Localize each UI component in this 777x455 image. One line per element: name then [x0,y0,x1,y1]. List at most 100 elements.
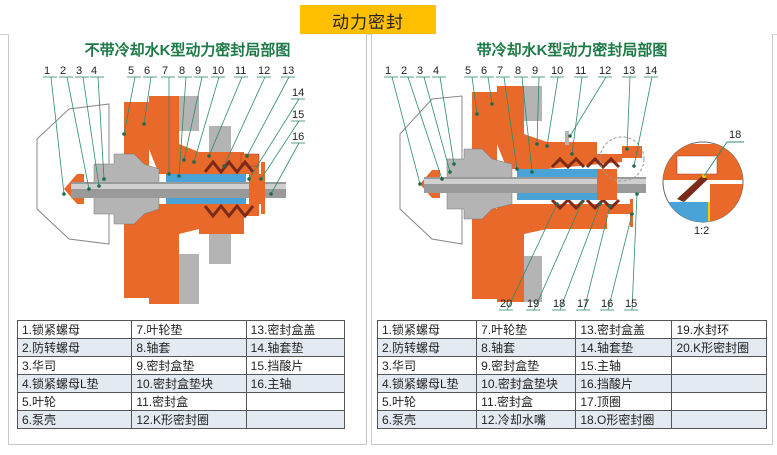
casing-metal-top [524,86,542,121]
legend-cell: 13.密封盒盖 [575,320,673,339]
legend-cell: 3.华司 [16,356,133,375]
detail-cavity [676,155,718,175]
callout-number-6: 6 [144,65,150,77]
callout-leader [82,76,100,187]
shaft-sleeve-top [166,174,246,182]
impeller-outline [399,95,463,245]
callout-leader [193,76,220,163]
legend-cell: 12.冷却水嘴 [476,410,577,429]
callout-dot [269,192,273,196]
callout-number-13: 13 [282,65,294,77]
callout-leader [183,76,203,161]
callout-number-9: 9 [195,65,201,77]
callout-dot [625,147,629,151]
callout-leader [503,76,518,170]
shaft-sleeve-bottom [166,196,246,204]
callout-leader [248,98,300,180]
callout-dot [580,200,584,204]
legend-cell [671,374,767,393]
callout-dot [207,154,211,158]
callout-number-8: 8 [515,65,521,77]
k-seal-springs [203,159,255,219]
casing-metal-top [179,96,199,131]
callout-dot [247,177,251,181]
callout-number-12: 12 [258,65,270,77]
legend-cell: 8.轴套 [131,338,247,357]
callout-number-17: 17 [577,298,589,310]
callout-leader [270,142,300,195]
casing-metal-bottom [179,254,199,304]
seal-box-lower [547,204,632,229]
callout-dot [448,170,452,174]
callout-leader [178,76,187,177]
callout-dot [570,152,574,156]
impeller-part-lower [472,199,497,299]
callout-leader [97,76,105,180]
legend-cell: 2.防转螺母 [376,338,478,357]
callout-dot [87,187,91,191]
callout-dot [535,142,539,146]
callout-number-10: 10 [551,65,563,77]
callout-dot [555,202,559,206]
callout-dot [167,172,171,176]
legend-cell [245,410,346,429]
callout-number-5: 5 [465,65,471,77]
callout-number-9: 9 [532,65,538,77]
section-tab-title: 动力密封 [300,5,436,35]
callout-leader [546,76,559,147]
callout-leader [506,203,558,311]
callout-dot [102,177,106,181]
callout-number-2: 2 [401,65,407,77]
callout-number-19: 19 [527,298,539,310]
callout-number-8: 8 [179,65,185,77]
seal-box-lower [199,204,259,234]
callout-number-6: 6 [481,65,487,77]
detail-k-seal [677,176,708,202]
legend-cell: 13.密封盒盖 [245,320,346,339]
legend-cell: 14.轴套垫 [245,338,346,357]
legend-cell: 20.K形密封圈 [671,338,767,357]
legend-cell: 12.K形密封圈 [131,410,247,429]
callout-leader [633,76,653,167]
callout-dot [245,154,249,158]
callout-leader [626,76,631,150]
callout-leader [208,76,243,157]
callout-number-16: 16 [292,131,304,143]
callout-number-3: 3 [76,65,82,77]
callout-leader [66,76,90,190]
legend-cell [671,356,767,375]
cooling-water-nozzle [565,131,569,145]
legend-cell: 10.密封盒垫块 [476,374,577,393]
detail-leader [703,141,728,177]
callout-leader [569,76,607,137]
callout-leader [536,76,540,145]
callout-leader [423,76,451,173]
legend-cell: 15.主轴 [575,356,673,375]
callout-number-15: 15 [292,109,304,121]
callout-dot [608,204,612,208]
legend-cell: 6.泵壳 [16,410,133,429]
legend-cell: 19.水封环 [671,320,767,339]
callout-leader [123,76,136,135]
pump-casing-lower [149,204,199,304]
callout-dot [530,170,534,174]
callout-number-5: 5 [128,65,134,77]
right-panel-title: 带冷却水K型动力密封局部图 [476,42,668,59]
legend-cell: 6.泵壳 [376,410,478,429]
bracket-bottom [209,234,231,264]
pump-casing-lower [497,204,547,302]
legend-cell [671,410,767,429]
detail-callout-18: 18 [729,129,741,141]
legend-cell: 9.密封盒垫 [476,356,577,375]
callout-number-16: 16 [601,298,613,310]
detail-marker-circle [599,136,645,182]
impeller-outline [36,103,110,245]
legend-cell: 4.锁紧螺母L垫 [376,374,478,393]
casing-metal-bottom [524,256,542,302]
